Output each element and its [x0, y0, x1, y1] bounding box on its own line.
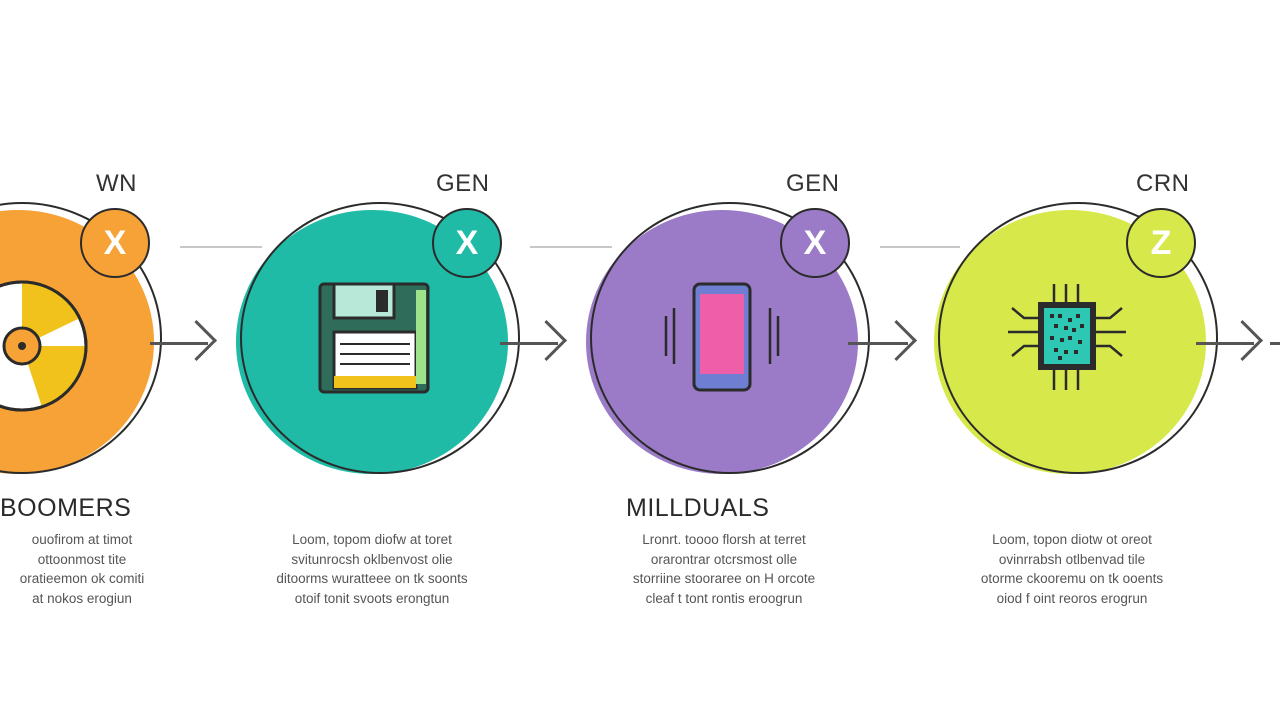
badge-label: Z — [1150, 223, 1172, 262]
stage-description: ouofirom at timot ottoonmost tite oratie… — [0, 530, 202, 608]
connector-line — [180, 246, 262, 248]
description-line: Loom, topon diotw ot oreot — [992, 532, 1152, 547]
description-line: otoif tonit svoots erongtun — [294, 590, 450, 606]
description-line: at nokos erogiun — [32, 590, 132, 606]
stage-name: MILLDUALS — [626, 494, 770, 522]
connector-line — [880, 246, 960, 248]
smartphone-icon — [660, 282, 784, 399]
description-line: oratieemon ok comiti — [19, 571, 145, 586]
stage-badge: Z — [1126, 208, 1196, 278]
arrow-line — [1196, 342, 1254, 345]
stage-name: BOOMERS — [0, 494, 132, 522]
arrow-line — [1270, 342, 1280, 345]
stage-code: GEN — [436, 170, 490, 197]
stage-code: WN — [96, 170, 137, 197]
stage-badge: X — [432, 208, 502, 278]
badge-label: X — [803, 223, 827, 262]
microchip-icon — [1002, 280, 1132, 401]
stage-ring — [590, 202, 870, 474]
arrow-line — [848, 342, 908, 345]
floppy-disk-icon — [316, 280, 432, 401]
stage-gen-x: GEN X Loom, topom diofw at toret svitunr… — [236, 0, 536, 720]
description-line: cleaf t tont rontis eroogrun — [645, 590, 803, 606]
stage-boomers: WN X BOOMERS ouofirom at timot ottoonmos… — [0, 0, 182, 720]
vinyl-record-icon — [0, 276, 92, 421]
description-line: orarontrar otcrsmost olle — [650, 551, 798, 567]
stage-gen-z: CRN Z — [934, 0, 1234, 720]
stage-description: Loom, topom diofw at toret svitunrocsh o… — [252, 530, 492, 608]
stage-badge: X — [780, 208, 850, 278]
connector-line — [530, 246, 612, 248]
arrow-right-icon — [175, 319, 218, 362]
description-line: ouofirom at timot — [31, 532, 133, 547]
arrow-line — [150, 342, 208, 345]
stage-description: Loom, topon diotw ot oreot ovinrrabsh ot… — [952, 530, 1192, 608]
stage-code: CRN — [1136, 170, 1190, 197]
badge-label: X — [455, 223, 479, 262]
arrow-line — [500, 342, 558, 345]
description-line: ottoonmost tite — [37, 551, 127, 567]
description-line: ditoorms wuratteee on tk soonts — [276, 571, 468, 586]
description-line: Loom, topom diofw at toret — [292, 532, 452, 547]
description-line: ovinrrabsh otlbenvad tile — [998, 551, 1146, 567]
description-line: svitunrocsh oklbenvost olie — [291, 551, 453, 567]
description-line: oiod f oint reoros erogrun — [996, 590, 1148, 606]
description-line: otorme ckooremu on tk ooents — [980, 571, 1164, 586]
description-line: storriine stooraree on H orcote — [632, 571, 816, 586]
stage-description: Lronrt. toooo florsh at terret orarontra… — [604, 530, 844, 608]
stage-ring — [938, 202, 1218, 474]
stage-ring — [240, 202, 520, 474]
stage-code: GEN — [786, 170, 840, 197]
description-line: Lronrt. toooo florsh at terret — [642, 532, 806, 547]
stage-badge: X — [80, 208, 150, 278]
stage-millennials: GEN X MILLDUALS Lronrt. toooo florsh at … — [586, 0, 886, 720]
badge-label: X — [103, 223, 127, 262]
